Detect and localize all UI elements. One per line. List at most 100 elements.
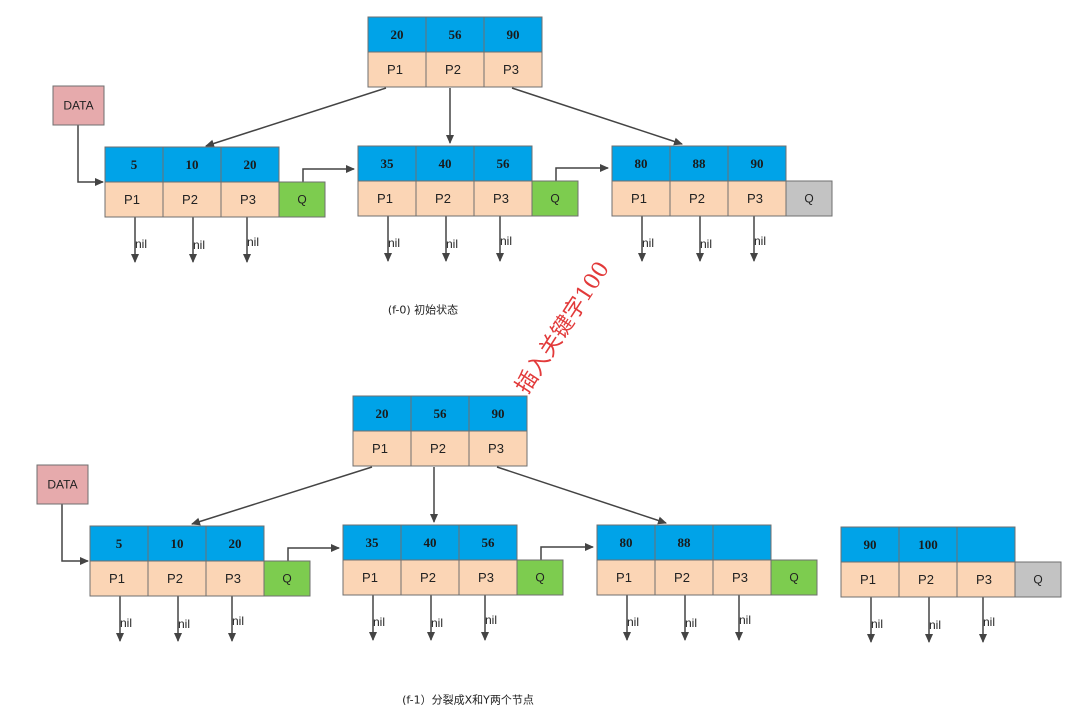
diagram-1-leaf-1-key-cell-1 xyxy=(89,525,149,562)
diagram-1-leaf-4-nil-label-3: nil xyxy=(983,615,995,629)
diagram-0-root-child-arrow-1 xyxy=(205,87,387,148)
diagram-0-leaf-3-nil-label-1: nil xyxy=(642,236,654,250)
diagram-0-leaf-1-key-3: 20 xyxy=(244,157,257,172)
diagram-0-leaf-3-pointer-label-3: P3 xyxy=(747,191,763,206)
diagram-1-leaf-3-q-link-cell xyxy=(770,559,818,596)
diagram-1-leaf-1-pointer-label-1: P1 xyxy=(109,571,125,586)
diagram-0-leaf-3-pointer-cell-1 xyxy=(611,180,671,217)
diagram-0-leaf-3-key-1: 80 xyxy=(635,156,648,171)
diagram-1-leaf-3-key-1: 80 xyxy=(620,535,633,550)
diagram-1-root-pointer-label-3: P3 xyxy=(488,441,504,456)
diagram-1-leaf-1-q-label: Q xyxy=(282,572,291,586)
diagram-1-leaf-3-pointer-cell-1 xyxy=(596,559,656,596)
diagram-1-leaf-3-pointer-label-3: P3 xyxy=(732,570,748,585)
diagram-1-leaf-4-nil-label-2: nil xyxy=(929,618,941,632)
diagram-0-leaf-1-key-cell-1 xyxy=(104,146,164,183)
diagram-0-root-pointer-cell-3 xyxy=(483,51,543,88)
diagram-1-leaf-2-pointer-label-3: P3 xyxy=(478,570,494,585)
diagram-1-leaf-3-key-2: 88 xyxy=(678,535,692,550)
diagram-0-leaf-1-key-2: 10 xyxy=(186,157,199,172)
diagram-0-data-arrow xyxy=(77,125,104,186)
diagram-1-data-label: DATA xyxy=(47,478,77,492)
diagram-1-leaf-2-key-2: 40 xyxy=(424,535,437,550)
diagram-1-leaf-3-nil-label-1: nil xyxy=(627,615,639,629)
diagram-1-leaf-4-pointer-cell-3 xyxy=(956,561,1016,598)
diagram-1-root-key-1: 20 xyxy=(376,406,389,421)
diagram-1-leaf-2-key-3: 56 xyxy=(482,535,496,550)
diagram-1-root-pointer-label-1: P1 xyxy=(372,441,388,456)
diagram-1-leaf-1-q-link-cell xyxy=(263,560,311,597)
diagram-1-leaf-4-key-2: 100 xyxy=(918,537,938,552)
diagram-0-leaf-1-nil-label-2: nil xyxy=(193,238,205,252)
diagram-1-leaf-1-key-2: 10 xyxy=(171,536,184,551)
diagram-1-leaf-1-pointer-cell-1 xyxy=(89,560,149,597)
diagram-0-leaf-3-pointer-cell-2 xyxy=(669,180,729,217)
diagram-0-leaf-1-key-1: 5 xyxy=(131,157,138,172)
diagram-0-leaf-2-nil-label-3: nil xyxy=(500,234,512,248)
diagram-0-leaf-1-pointer-cell-1 xyxy=(104,181,164,218)
diagram-1-leaf-2-pointer-cell-3 xyxy=(458,559,518,596)
diagram-0-root-pointer-label-1: P1 xyxy=(387,62,403,77)
diagram-1-leaf-2-nil-label-2: nil xyxy=(431,616,443,630)
diagram-0-leaf-1-pointer-label-1: P1 xyxy=(124,192,140,207)
diagram-0-root-key-cell-3 xyxy=(483,16,543,53)
diagram-0-leaf-2-q-link-cell xyxy=(531,180,579,217)
diagram-1-leaf-3-key-cell-3 xyxy=(712,524,772,561)
insert-key-annotation: 插入关键字100 xyxy=(511,257,615,398)
diagram-0-data-label: DATA xyxy=(63,99,93,113)
diagram-1-leaf-4-pointer-label-2: P2 xyxy=(918,572,934,587)
diagram-0-leaf-2-nil-label-2: nil xyxy=(446,237,458,251)
diagram-1-leaf-4-nil-label-1: nil xyxy=(871,617,883,631)
diagram-1-leaf-4-key-cell-3 xyxy=(956,526,1016,563)
diagram-0-leaf-3-key-3: 90 xyxy=(751,156,764,171)
diagram-1-leaf-4-pointer-label-3: P3 xyxy=(976,572,992,587)
diagram-1-root-pointer-cell-3 xyxy=(468,430,528,467)
diagram-1-leaf-2-q-link-cell xyxy=(516,559,564,596)
diagram-1-data-box xyxy=(36,464,89,505)
diagram-0-leaf-1-pointer-label-3: P3 xyxy=(240,192,256,207)
diagram-1-root-key-3: 90 xyxy=(492,406,505,421)
diagram-1-leaf-2-key-1: 35 xyxy=(366,535,380,550)
diagram-0-leaf-3-pointer-cell-3 xyxy=(727,180,787,217)
diagram-0-leaf-2-pointer-label-1: P1 xyxy=(377,191,393,206)
diagram-1-leaf-4-q-label: Q xyxy=(1033,573,1042,587)
diagram-0-leaf-3-q-link-cell xyxy=(785,180,833,217)
diagram-0-leaf-2-key-2: 40 xyxy=(439,156,452,171)
diagram-1-leaf-4-q-link-cell xyxy=(1014,561,1062,598)
diagram-0-leaf-1-pointer-label-2: P2 xyxy=(182,192,198,207)
connector-layer xyxy=(61,87,987,643)
diagram-1-leaf-2-nil-label-1: nil xyxy=(373,615,385,629)
diagram-0-root-child-arrow-3 xyxy=(511,87,683,146)
diagram-1-leaf-1-key-1: 5 xyxy=(116,536,123,551)
diagram-1-sibling-link-arrow-2 xyxy=(540,543,594,560)
diagram-1-leaf-3-nil-label-2: nil xyxy=(685,616,697,630)
diagram-0-leaf-3-q-label: Q xyxy=(804,192,813,206)
diagram-1-leaf-4-pointer-cell-2 xyxy=(898,561,958,598)
diagram-1-root-key-cell-2 xyxy=(410,395,470,432)
diagram-0-leaf-3-pointer-label-1: P1 xyxy=(631,191,647,206)
diagram-0-sibling-link-arrow-1 xyxy=(302,165,355,182)
diagram-1-root-pointer-cell-1 xyxy=(352,430,412,467)
diagram-0-leaf-3-key-cell-3 xyxy=(727,145,787,182)
diagram-1-leaf-4-pointer-label-1: P1 xyxy=(860,572,876,587)
diagram-0-root-key-1: 20 xyxy=(391,27,404,42)
diagram-1-leaf-2-pointer-label-2: P2 xyxy=(420,570,436,585)
diagram-0-root-key-3: 90 xyxy=(507,27,520,42)
diagram-1-leaf-3-pointer-cell-2 xyxy=(654,559,714,596)
diagram-0-leaf-3-nil-label-2: nil xyxy=(700,237,712,251)
diagram-0-root-pointer-label-3: P3 xyxy=(503,62,519,77)
diagram-0-leaf-2-key-3: 56 xyxy=(497,156,511,171)
diagram-1-leaf-4-pointer-cell-1 xyxy=(840,561,900,598)
diagram-1-leaf-3-pointer-label-1: P1 xyxy=(616,570,632,585)
diagram-1-leaf-2-nil-label-3: nil xyxy=(485,613,497,627)
diagram-1-root-pointer-label-2: P2 xyxy=(430,441,446,456)
diagram-0-leaf-3-key-2: 88 xyxy=(693,156,707,171)
diagram-1-leaf-4-key-cell-1 xyxy=(840,526,900,563)
node-layer xyxy=(36,16,1062,598)
diagram-1-leaf-2-key-cell-3 xyxy=(458,524,518,561)
diagram-0-leaf-1-nil-label-3: nil xyxy=(247,235,259,249)
diagram-1-leaf-2-pointer-label-1: P1 xyxy=(362,570,378,585)
diagram-1-leaf-1-nil-label-3: nil xyxy=(232,614,244,628)
diagram-0-leaf-2-pointer-label-2: P2 xyxy=(435,191,451,206)
